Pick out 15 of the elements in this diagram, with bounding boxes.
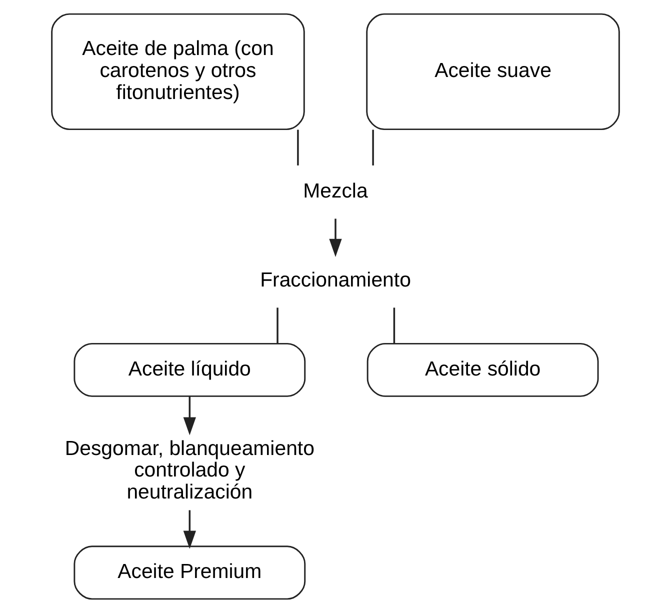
node-box: Aceite Premium — [73, 546, 306, 600]
node-text: Mezcla — [302, 180, 368, 202]
node-text: Fraccionamiento — [260, 269, 410, 292]
arrow — [182, 510, 196, 549]
node-box: Aceite suave — [366, 13, 620, 130]
arrow — [182, 396, 196, 436]
connector — [296, 130, 298, 166]
connector — [372, 130, 374, 166]
connector — [276, 308, 278, 344]
node-box: Aceite de palma (con carotenos y otros fitonutrientes) — [50, 13, 304, 130]
node-box: Aceite sólido — [366, 342, 598, 397]
arrow — [328, 218, 342, 257]
connector — [392, 308, 395, 344]
node-text: Desgomar, blanqueamiento controlado y neutralización — [64, 438, 314, 504]
node-box: Aceite líquido — [73, 342, 306, 397]
